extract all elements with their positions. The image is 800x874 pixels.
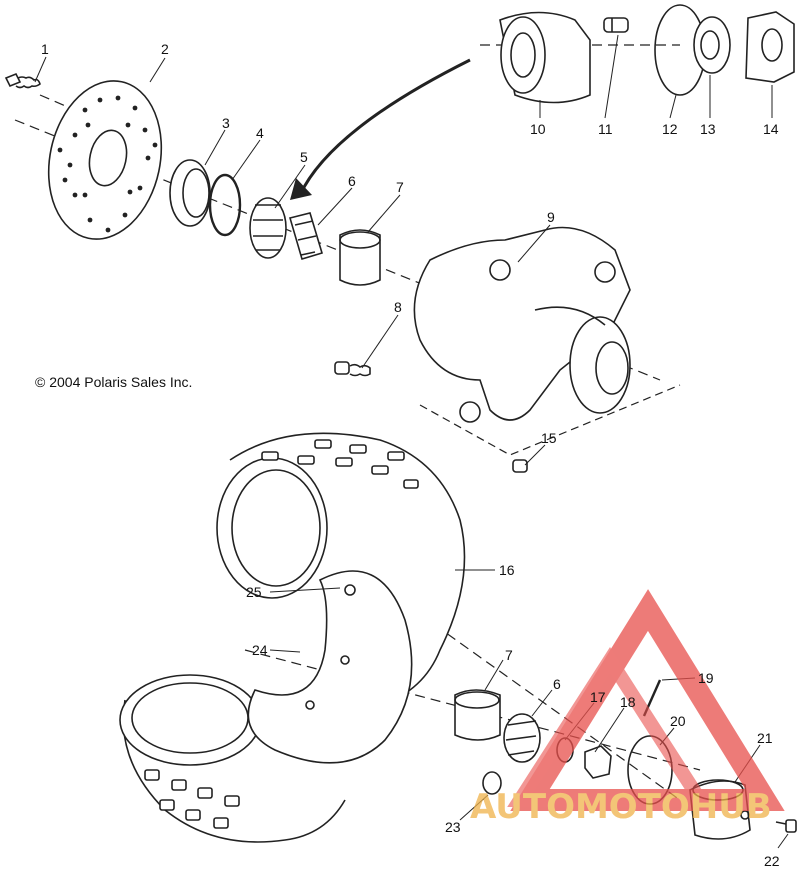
callout-11: 11 — [598, 121, 613, 137]
callout-9: 9 — [547, 209, 555, 225]
part-nut-18 — [584, 745, 612, 779]
part-brake-disc-2 — [47, 80, 163, 240]
callout-7-lower: 7 — [505, 647, 513, 663]
watermark-triangle-icon — [510, 589, 785, 811]
callout-15: 15 — [541, 430, 557, 446]
callout-3: 3 — [222, 115, 230, 131]
callout-6-lower: 6 — [553, 676, 561, 692]
part-fitting-15 — [512, 459, 528, 473]
callout-18: 18 — [620, 694, 636, 710]
callout-25: 25 — [246, 584, 262, 600]
callout-8: 8 — [394, 299, 402, 315]
arrow-head — [290, 178, 312, 200]
part-bolt-8 — [334, 361, 371, 377]
callout-13: 13 — [700, 121, 716, 137]
callout-6: 6 — [348, 173, 356, 189]
callout-7: 7 — [396, 179, 404, 195]
callout-12: 12 — [662, 121, 678, 137]
copyright-text: © 2004 Polaris Sales Inc. — [35, 374, 192, 390]
part-bearing-6-lower — [503, 713, 541, 763]
hub-bracket-line — [419, 384, 681, 456]
callout-17: 17 — [590, 689, 606, 705]
part-pin-11 — [603, 17, 629, 33]
part-drive-hub-10 — [499, 11, 591, 104]
callout-20: 20 — [670, 713, 686, 729]
part-seal-3 — [169, 159, 211, 227]
part-valve-23 — [482, 771, 502, 795]
part-nut-14 — [745, 11, 795, 83]
part-race-7 — [339, 229, 381, 286]
callout-5: 5 — [300, 149, 308, 165]
part-tapered-bearing-6 — [288, 212, 323, 260]
part-wheel-rim-24 — [247, 570, 413, 764]
callout-14: 14 — [763, 121, 779, 137]
callout-22: 22 — [764, 853, 780, 869]
callout-labels: 1 2 3 4 5 6 7 8 9 10 11 12 13 14 15 16 7… — [41, 41, 780, 869]
callout-4: 4 — [256, 125, 264, 141]
callout-21: 21 — [757, 730, 773, 746]
part-washer-13 — [693, 16, 731, 74]
callout-19: 19 — [698, 670, 714, 686]
part-bolt-1 — [4, 72, 41, 89]
part-race-7-lower — [454, 689, 501, 741]
callout-23: 23 — [445, 819, 461, 835]
part-hub-9 — [413, 226, 631, 423]
callout-24: 24 — [252, 642, 268, 658]
assembly-arrow — [298, 58, 471, 196]
part-snap-ring-4 — [208, 173, 242, 237]
part-bearing-5 — [249, 197, 287, 259]
part-tire-lower — [119, 674, 346, 843]
callout-1: 1 — [41, 41, 49, 57]
part-bolt-22 — [775, 819, 797, 833]
callout-10: 10 — [530, 121, 546, 137]
watermark-logo: AUTOMOTOHUB — [470, 589, 785, 827]
callout-2: 2 — [161, 41, 169, 57]
callout-16: 16 — [499, 562, 515, 578]
watermark-text: AUTOMOTOHUB — [470, 787, 772, 827]
